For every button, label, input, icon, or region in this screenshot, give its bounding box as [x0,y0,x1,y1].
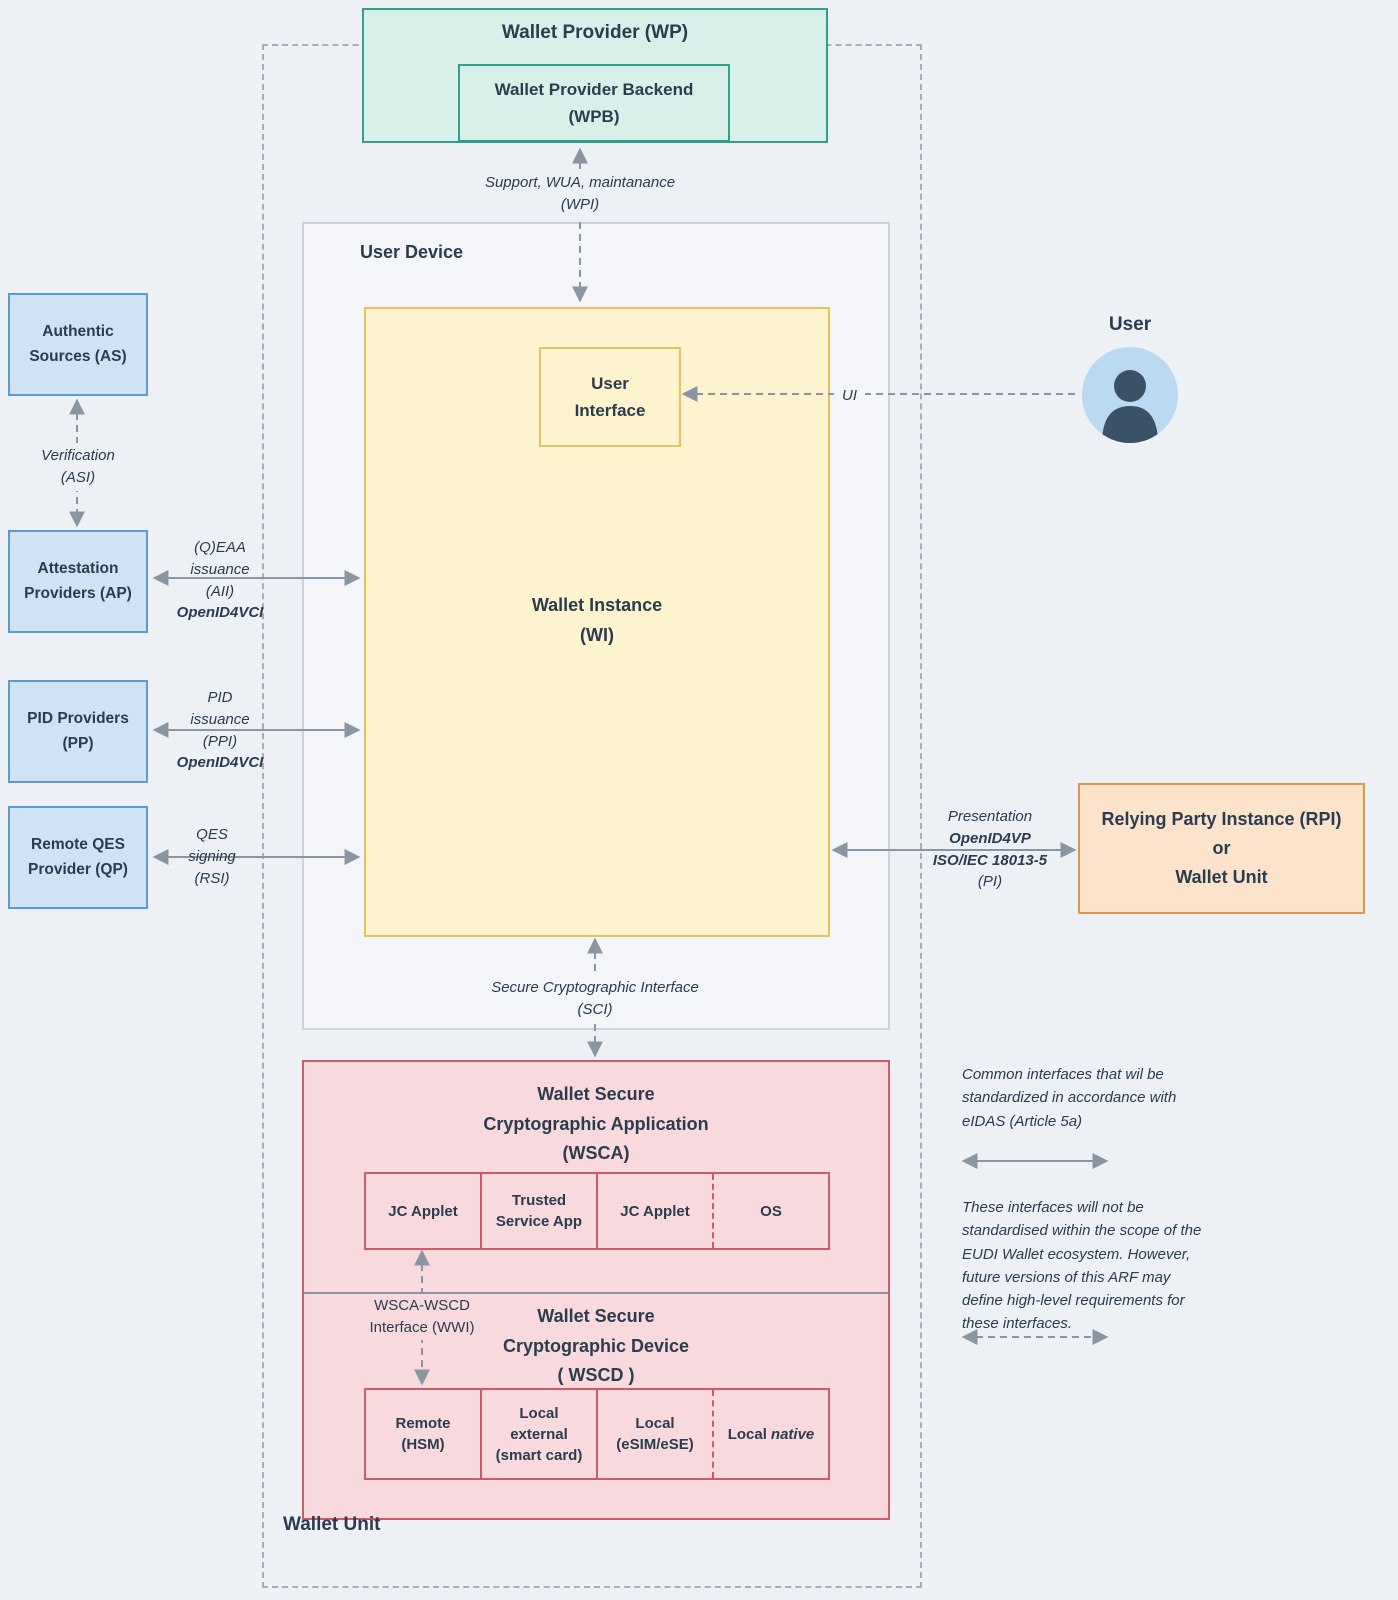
attestation-providers-box: Attestation Providers (AP) [8,530,148,633]
rsi-interface-label: QES signing (RSI) [188,826,236,887]
wallet-instance-box: User Interface Wallet Instance (WI) [364,307,830,937]
non-standardized-interfaces-note: These interfaces will not be standardise… [962,1199,1202,1333]
wallet-provider-backend-box: Wallet Provider Backend (WPB) [458,64,730,142]
user-label: User [1108,314,1152,335]
ui-interface-label: UI [834,383,865,409]
user-device-box: User Device User Interface Wallet Instan… [302,222,890,1030]
wallet-provider-box: Wallet Provider (WP) Wallet Provider Bac… [362,8,828,143]
wsca-box: Wallet Secure Cryptographic Application … [302,1060,890,1520]
jc-applet-cell: JC Applet [388,1202,458,1220]
user-interface-box: User Interface [539,347,681,447]
user-avatar-icon [1082,347,1178,443]
aii-interface-label: (Q)EAA issuance (AII) OpenID4VCI [176,539,264,622]
wpi-interface-label: Support, WUA, maintanance (WPI) [440,170,720,218]
authentic-sources-box: Authentic Sources (AS) [8,293,148,396]
wallet-provider-title: Wallet Provider (WP) [501,22,689,43]
wallet-instance-title: Wallet Instance (WI) [531,595,663,645]
wsca-cell-row: JC Applet Trusted Service App JC Applet … [364,1172,830,1250]
standardized-interfaces-note: Common interfaces that wil be standardiz… [962,1066,1177,1130]
user-device-title: User Device [360,242,464,262]
local-external-cell: Local external (smart card) [480,1390,596,1478]
remote-hsm-cell: Remote (HSM) [395,1415,451,1453]
ppi-interface-label: PID issuance (PPI) OpenID4VCI [176,689,264,772]
trusted-service-app-cell: Trusted Service App [480,1174,596,1248]
wscd-cell-row: Remote (HSM) Local external (smart card)… [364,1388,830,1480]
pid-providers-box: PID Providers (PP) [8,680,148,783]
wallet-unit-label: Wallet Unit [283,1514,381,1535]
local-esim-ese-cell: Local (eSIM/eSE) [596,1390,712,1478]
asi-interface-label: Verification (ASI) [10,443,146,491]
os-cell: OS [712,1174,828,1248]
pi-interface-label: Presentation OpenID4VP ISO/IEC 18013-5 (… [932,808,1048,891]
remote-qes-provider-box: Remote QES Provider (QP) [8,806,148,909]
sci-interface-label: Secure Cryptographic Interface (SCI) [445,975,745,1023]
wwi-interface-label: WSCA-WSCD Interface (WWI) [352,1294,492,1340]
wscd-title: Wallet Secure Cryptographic Device ( WSC… [502,1306,690,1386]
wsca-wscd-divider [304,1292,888,1294]
relying-party-instance-box: Relying Party Instance (RPI) or Wallet U… [1078,783,1365,914]
wsca-title: Wallet Secure Cryptographic Application … [483,1084,709,1164]
jc-applet-cell-2: JC Applet [596,1174,712,1248]
